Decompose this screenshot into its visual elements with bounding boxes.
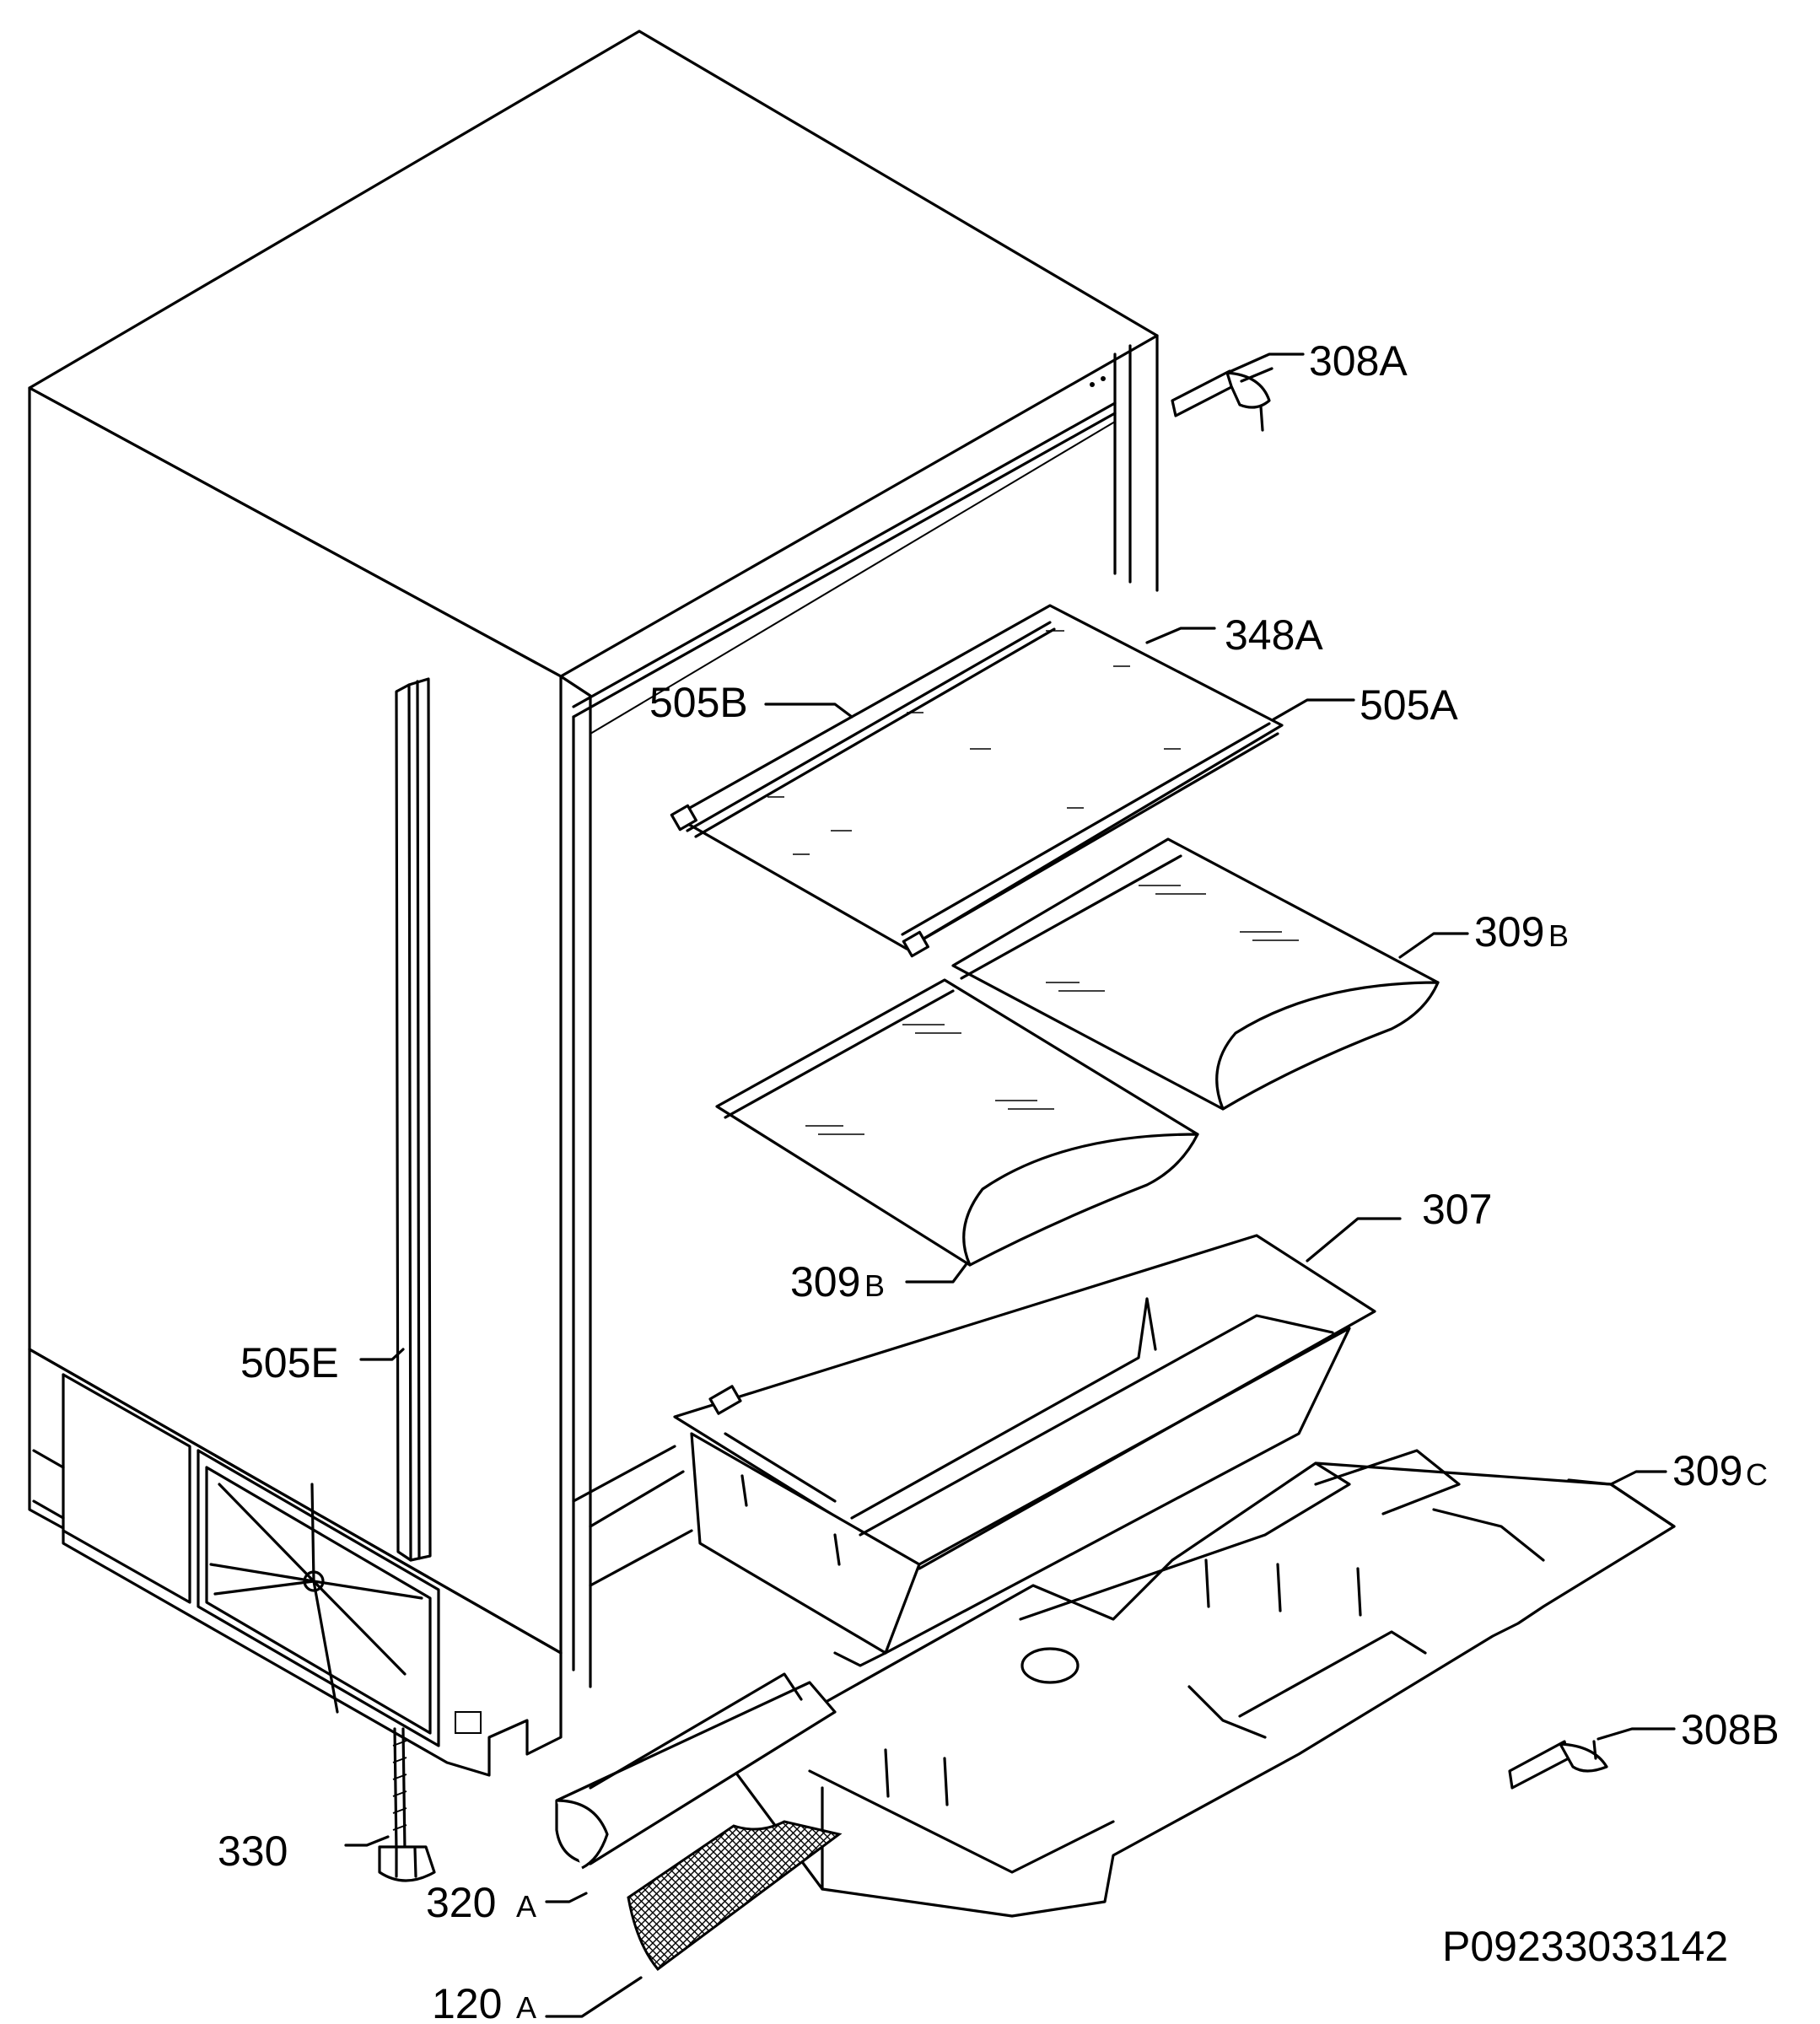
- label-309B-lower: 309: [790, 1258, 860, 1305]
- label-505B: 505B: [649, 679, 748, 726]
- label-505E: 505E: [240, 1339, 339, 1386]
- label-120A-suffix: A: [516, 1990, 536, 2024]
- glass-shelf-348A: [670, 604, 1284, 958]
- label-120A-visible: 120: [432, 1980, 502, 2024]
- base-cover-309C: [724, 1449, 1676, 1918]
- part-labels: 308A 348A 505B 505A 309 B 309 B 307 505E…: [218, 337, 1780, 2024]
- label-309B-lower-suffix: B: [864, 1268, 885, 1303]
- label-505A: 505A: [1360, 681, 1458, 729]
- ventilation-grille-320A: [555, 1672, 837, 1870]
- label-309C: 309: [1672, 1447, 1742, 1494]
- drawing-code: P09233033142: [1442, 1923, 1728, 1970]
- filter-mesh-120A: [627, 1820, 843, 1972]
- label-348A: 348A: [1225, 611, 1323, 659]
- glass-panel-309B-lower: [715, 978, 1199, 1267]
- label-309C-suffix: C: [1746, 1457, 1768, 1492]
- label-308A: 308A: [1309, 337, 1408, 385]
- label-320A: 320: [426, 1879, 496, 1926]
- label-309B-upper: 309: [1474, 908, 1544, 955]
- hinge-308B: [1508, 1740, 1608, 1790]
- label-320A-suffix: A: [516, 1889, 536, 1924]
- door-gasket-505E: [395, 677, 432, 1562]
- label-307: 307: [1422, 1186, 1492, 1233]
- adjustable-foot-330: [378, 1727, 436, 1882]
- hinge-308A: [1171, 367, 1273, 432]
- label-308B: 308B: [1681, 1706, 1780, 1753]
- label-330: 330: [218, 1828, 288, 1875]
- crisper-drawer-307: [673, 1234, 1376, 1667]
- label-309B-upper-suffix: B: [1548, 918, 1569, 953]
- glass-panel-309B-upper: [951, 837, 1440, 1111]
- leader-lines: [344, 353, 1676, 2018]
